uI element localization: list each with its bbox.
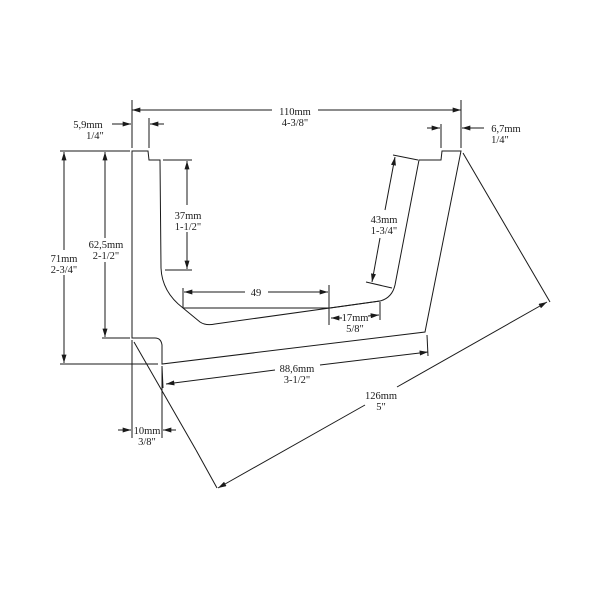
depth-mm-label: 37mm (175, 211, 202, 222)
width-inch-label: 4-3/8" (282, 118, 308, 129)
left-lip-mm-label: 5,9mm (73, 120, 102, 131)
depth-inch-label: 1-1/2" (175, 222, 201, 233)
height-inch-label: 2-3/4" (51, 265, 77, 276)
radius-inch-label: 5/8" (346, 324, 364, 335)
dimension-lines (61, 107, 548, 489)
foot-mm-label: 10mm (134, 426, 161, 437)
foot-inch-label: 3/8" (138, 437, 156, 448)
back-height-inch-label: 2-1/2" (93, 251, 119, 262)
height-mm-label: 71mm (51, 254, 78, 265)
radius-mm-label: 17mm (342, 313, 369, 324)
right-lip-inch-label: 1/4" (491, 135, 509, 146)
back-height-mm-label: 62,5mm (89, 240, 124, 251)
slope-inch-label: 1-3/4" (371, 226, 397, 237)
bottom-inch-label: 3-1/2" (284, 375, 310, 386)
left-lip-inch-label: 1/4" (86, 131, 104, 142)
extension-lines (60, 100, 551, 451)
slope-mm-label: 43mm (371, 215, 398, 226)
right-lip-mm-label: 6,7mm (491, 124, 520, 135)
bottom-mm-label: 88,6mm (280, 364, 315, 375)
width-mm-label: 110mm (279, 107, 311, 118)
gutter-profile-outline (131, 150, 462, 365)
girth-inch-label: 5" (376, 402, 386, 413)
girth-mm-label: 126mm (365, 391, 397, 402)
gutter-inner-floor (183, 300, 381, 309)
floor-label: 49 (251, 288, 262, 299)
